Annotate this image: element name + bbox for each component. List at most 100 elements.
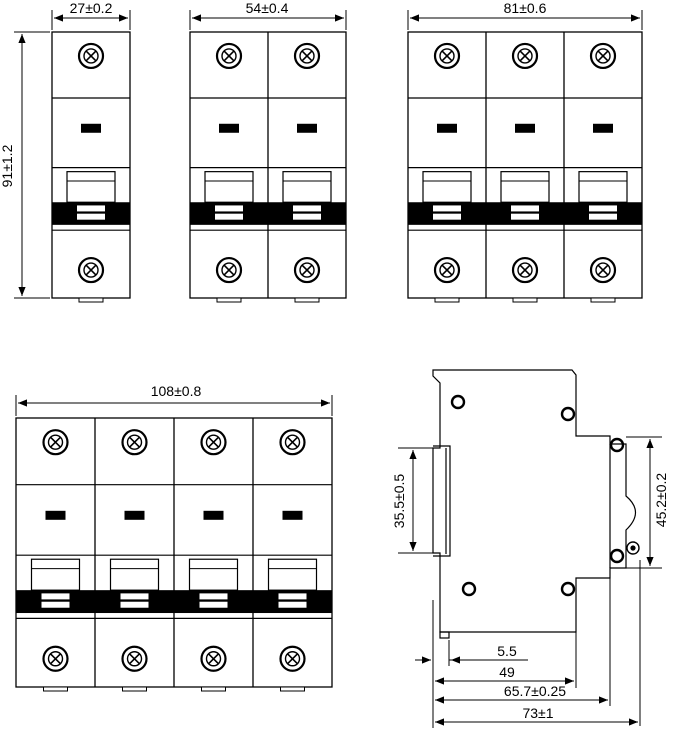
depth-rail-offset-label: 5.5 xyxy=(497,643,517,659)
terminal-screw-ring xyxy=(517,48,533,64)
front-view-labels: 27±0.2 54±0.4 81±0.6 108±0.8 91±1.2 xyxy=(0,0,547,399)
status-indicator xyxy=(437,123,457,133)
width-2p-label: 54±0.4 xyxy=(246,0,289,16)
width-1p-label: 27±0.2 xyxy=(70,0,113,16)
screw-slot xyxy=(85,264,97,276)
handle-pivot-inner xyxy=(630,545,636,551)
screw-slot xyxy=(519,264,531,276)
status-indicator xyxy=(593,123,613,133)
handle-pivot xyxy=(626,541,640,555)
terminal-screw-ring xyxy=(205,434,222,450)
handle-slot xyxy=(293,205,321,212)
terminal-screw-ring xyxy=(595,48,611,64)
handle-slot xyxy=(199,593,228,600)
terminal-screw-ring xyxy=(221,48,237,64)
din-clip xyxy=(43,686,68,692)
din-clip xyxy=(512,297,538,303)
terminal-screw-ring xyxy=(284,434,301,450)
terminal-screw-ring xyxy=(126,434,143,450)
handle-slot xyxy=(215,213,243,220)
breaker-4p xyxy=(15,395,333,692)
din-clip xyxy=(78,297,104,303)
depth-total-label: 73±1 xyxy=(522,705,553,721)
screw-hole xyxy=(560,581,576,597)
terminal-screw-ring xyxy=(221,262,237,278)
terminal-screw-ring xyxy=(595,262,611,278)
screw-slot xyxy=(49,436,62,448)
toggle-handle xyxy=(188,558,239,591)
handle-band xyxy=(52,202,130,225)
handle-slot xyxy=(77,205,105,212)
rail-height-label: 35.5±0.5 xyxy=(391,474,407,529)
screw-hole xyxy=(450,394,466,410)
handle-slot xyxy=(215,205,243,212)
width-4p-label: 108±0.8 xyxy=(151,383,202,399)
terminal-screw-ring xyxy=(83,262,99,278)
handle-slot xyxy=(278,593,307,600)
status-indicator xyxy=(515,123,535,133)
height-label: 91±1.2 xyxy=(0,144,15,187)
toggle-handle xyxy=(578,171,628,203)
screw-slot xyxy=(286,436,299,448)
bottom-clip xyxy=(439,631,450,639)
handle-slot xyxy=(41,601,70,608)
screw-slot xyxy=(223,50,235,62)
toggle-handle xyxy=(204,171,254,203)
toggle-handle xyxy=(30,558,81,591)
side-view-dimensions xyxy=(398,436,662,728)
screw-hole xyxy=(461,581,477,597)
din-clip xyxy=(294,297,320,303)
screw-slot xyxy=(301,50,313,62)
breaker-body xyxy=(51,31,131,299)
terminal-screw-ring xyxy=(47,651,64,667)
breaker-1p xyxy=(14,10,131,303)
screw-hole xyxy=(560,406,576,422)
breaker-2p xyxy=(189,10,347,303)
screw-hole xyxy=(609,548,625,564)
status-indicator xyxy=(81,123,101,133)
status-indicator xyxy=(297,123,317,133)
screw-slot xyxy=(597,264,609,276)
toggle-handle xyxy=(422,171,472,203)
screw-slot xyxy=(519,50,531,62)
depth-body-label: 65.7±0.25 xyxy=(504,683,566,699)
terminal-screw-ring xyxy=(126,651,143,667)
handle-slot xyxy=(199,601,228,608)
screw-slot xyxy=(207,653,220,665)
handle-slot xyxy=(293,213,321,220)
front-height-label: 45.2±0.2 xyxy=(653,473,669,528)
screw-slot xyxy=(301,264,313,276)
din-clip xyxy=(280,686,305,692)
handle-slot xyxy=(511,213,539,220)
toggle-handle xyxy=(267,558,318,591)
terminal-screw-ring xyxy=(205,651,222,667)
din-rail-clip xyxy=(433,445,451,557)
screw-slot xyxy=(207,436,220,448)
handle-slot xyxy=(589,213,617,220)
terminal-screw-ring xyxy=(83,48,99,64)
screw-slot xyxy=(49,653,62,665)
terminal-screw-ring xyxy=(439,262,455,278)
handle-slot xyxy=(589,205,617,212)
screw-slot xyxy=(441,50,453,62)
din-clip xyxy=(434,297,460,303)
depth-front-label: 49 xyxy=(499,664,515,680)
screw-slot xyxy=(85,50,97,62)
screw-slot xyxy=(286,653,299,665)
status-indicator xyxy=(203,510,224,520)
width-3p-label: 81±0.6 xyxy=(504,0,547,16)
terminal-screw-ring xyxy=(299,48,315,64)
handle-slot xyxy=(511,205,539,212)
toggle-handle xyxy=(282,171,332,203)
status-indicator xyxy=(219,123,239,133)
terminal-screw-ring xyxy=(47,434,64,450)
terminal-screw-ring xyxy=(517,262,533,278)
din-clip xyxy=(201,686,226,692)
side-view-labels: 35.5±0.5 45.2±0.2 5.5 49 65.7±0.25 73±1 xyxy=(391,473,669,721)
terminal-screw-ring xyxy=(284,651,301,667)
screw-hole xyxy=(609,437,625,453)
handle-slot xyxy=(77,213,105,220)
din-clip xyxy=(122,686,147,692)
screw-slot xyxy=(128,436,141,448)
handle-slot xyxy=(433,205,461,212)
